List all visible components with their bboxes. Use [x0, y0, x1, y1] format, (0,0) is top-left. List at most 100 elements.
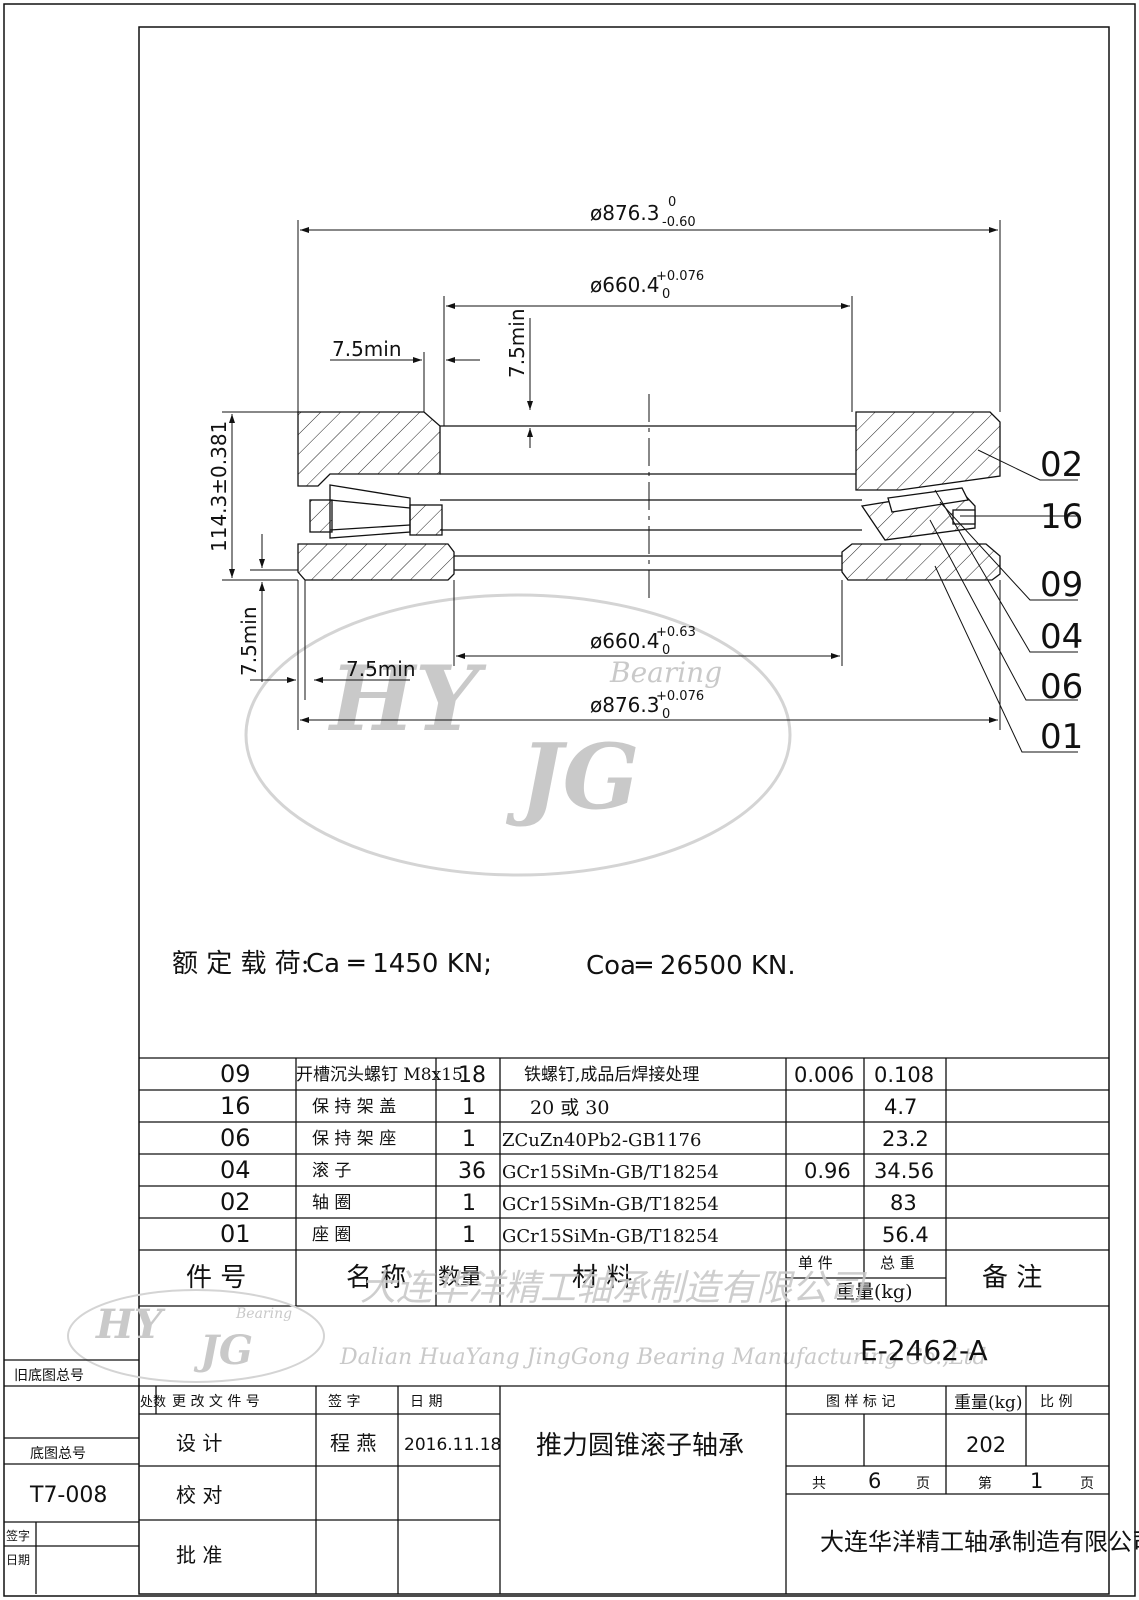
callout-04: 04 [1040, 617, 1083, 657]
bom-header-unit: 单 件 [798, 1254, 833, 1272]
scale-label: 比 例 [1040, 1394, 1072, 1410]
dimension-lines [222, 220, 1001, 730]
cage-left-outer [309, 499, 333, 533]
callout-labels: 02 16 09 04 06 01 [1040, 445, 1083, 757]
bom-row-02: 02 轴 圈 1 GCr15SiMn-GB/T18254 83 [220, 1188, 917, 1216]
dim-id-bottom-upper: +0.63 [656, 625, 696, 640]
title-block: E-2462-A 旧底图总号 底图总号 T7-008 签字 日期 处数 更 改 … [6, 1334, 1139, 1567]
housing-washer-left [297, 543, 455, 581]
load-rating: 额 定 载 荷: Ca ═ 1450 KN; Coa═ 26500 KN. [172, 949, 796, 981]
total-sheets-unit: 页 [916, 1476, 930, 1492]
callout-09: 09 [1040, 565, 1083, 605]
watermark-bearing: Bearing [609, 656, 722, 689]
shaft-washer-left [297, 411, 441, 487]
dim-od-bottom-lower: 0 [662, 707, 670, 722]
bom-unit: 0.006 [794, 1063, 854, 1087]
sheet-number: 1 [1030, 1469, 1043, 1493]
dim-height: 114.3±0.381 [207, 421, 231, 552]
bom-total: 34.56 [874, 1159, 934, 1183]
dim-od-top: ø876.3 [590, 201, 660, 225]
dim-od-top-upper: 0 [668, 195, 676, 210]
change-sign-label: 签 字 [328, 1393, 360, 1410]
bom-qty: 1 [462, 1127, 476, 1152]
title-block-grid [4, 1306, 1109, 1594]
drawing-number: E-2462-A [860, 1334, 988, 1367]
bom-header-name: 名 称 [346, 1263, 406, 1293]
stage-label: 图 样 标 记 [826, 1394, 895, 1410]
watermark-hy: HY [327, 646, 487, 752]
dim-chamfer-bot-v: 7.5min [237, 606, 261, 676]
total-sheets-label: 共 [812, 1476, 826, 1492]
callout-01: 01 [1040, 717, 1083, 757]
bom-material: 20 或 30 [530, 1097, 609, 1119]
dim-chamfer-top-v: 7.5min [505, 308, 529, 378]
cage-left-inner [409, 504, 443, 536]
bom-total: 83 [890, 1191, 917, 1215]
watermark-small-bearing: Bearing [235, 1306, 292, 1322]
dim-id-top: ø660.4 [590, 273, 660, 297]
watermark-logo: HY Bearing JG [244, 593, 792, 877]
old-base-label: 旧底图总号 [14, 1368, 84, 1384]
bom-total: 23.2 [882, 1127, 929, 1151]
sheet-label: 第 [978, 1475, 992, 1492]
bom-name: 轴 圈 [312, 1193, 351, 1213]
bom-header-qty: 数量 [438, 1265, 482, 1290]
bom-row-16: 16 保 持 架 盖 1 20 或 30 4.7 [220, 1092, 917, 1120]
total-sheets: 6 [868, 1469, 881, 1493]
bom-total: 0.108 [874, 1063, 934, 1087]
watermark-company-en: Dalian HuaYang JingGong Bearing Manufact… [339, 1345, 987, 1370]
bom-qty: 18 [458, 1063, 486, 1088]
bom-qty: 1 [462, 1191, 476, 1216]
sheet-unit: 页 [1080, 1476, 1094, 1492]
dim-chamfer-bot-h: 7.5min [346, 657, 416, 681]
dim-chamfer-top-h: 7.5min [332, 337, 402, 361]
callout-02: 02 [1040, 445, 1083, 485]
dim-od-top-lower: -0.60 [662, 215, 696, 230]
dim-od-bottom: ø876.3 [590, 693, 660, 717]
bom-material: GCr15SiMn-GB/T18254 [502, 1226, 719, 1247]
bom-material: GCr15SiMn-GB/T18254 [502, 1162, 719, 1183]
frame-border [138, 26, 1110, 1595]
bom-header: 件 号 名 称 数量 材 料 单 件 总 重 重量(kg) 备 注 [186, 1254, 1042, 1303]
bom-material: 铁螺钉,成品后焊接处理 [524, 1065, 699, 1085]
bom-row-04: 04 滚 子 36 GCr15SiMn-GB/T18254 0.96 34.56 [220, 1156, 934, 1184]
bom-row-09: 09 开槽沉头螺钉 M8x15 18 铁螺钉,成品后焊接处理 0.006 0.1… [220, 1060, 934, 1088]
dim-id-top-lower: 0 [662, 287, 670, 302]
bom-qty: 36 [458, 1159, 486, 1184]
watermark-company-cn: 大连华洋精工轴承制造有限公司 [360, 1268, 867, 1309]
roller-right [887, 487, 969, 513]
designer-name: 程 燕 [330, 1431, 376, 1455]
bom-total: 4.7 [884, 1095, 917, 1119]
load-rating-label: 额 定 载 荷: [172, 949, 310, 979]
bom-no: 06 [220, 1124, 251, 1152]
change-doc-label: 更 改 文 件 号 [172, 1394, 260, 1410]
base-number: T7-008 [29, 1483, 107, 1508]
bom-no: 02 [220, 1188, 251, 1216]
date-label: 日期 [6, 1553, 30, 1567]
bom-name: 保 持 架 座 [312, 1129, 396, 1149]
bom-total: 56.4 [882, 1223, 929, 1247]
bom-name: 开槽沉头螺钉 M8x15 [296, 1065, 463, 1085]
change-mark-label: 处数 [140, 1395, 166, 1410]
bom-grid [139, 1057, 1109, 1307]
bom-unit: 0.96 [804, 1159, 851, 1183]
bom-name: 保 持 架 盖 [312, 1097, 396, 1117]
design-date: 2016.11.18 [404, 1435, 501, 1455]
bom-material: ZCuZn40Pb2-GB1176 [502, 1130, 701, 1151]
bom-row-01: 01 座 圈 1 GCr15SiMn-GB/T18254 56.4 [220, 1220, 929, 1248]
company-name: 大连华洋精工轴承制造有限公司 [820, 1528, 1139, 1556]
bom-no: 01 [220, 1220, 251, 1248]
bom-no: 16 [220, 1092, 251, 1120]
watermark-jg: JG [505, 724, 639, 830]
bom-header-note: 备 注 [982, 1263, 1042, 1293]
bom-header-material: 材 料 [572, 1263, 632, 1293]
bom-no: 04 [220, 1156, 251, 1184]
dimension-texts: ø876.3 0 -0.60 ø660.4 +0.076 0 7.5min 7.… [207, 195, 704, 722]
watermark-small: HY Bearing JG 大连华洋精工轴承制造有限公司 Dalian HuaY… [67, 1268, 987, 1383]
outer-border [3, 3, 1136, 1597]
dim-id-top-upper: +0.076 [656, 269, 704, 284]
dim-od-bottom-upper: +0.076 [656, 689, 704, 704]
callout-06: 06 [1040, 667, 1083, 707]
bom-header-no: 件 号 [186, 1263, 246, 1293]
